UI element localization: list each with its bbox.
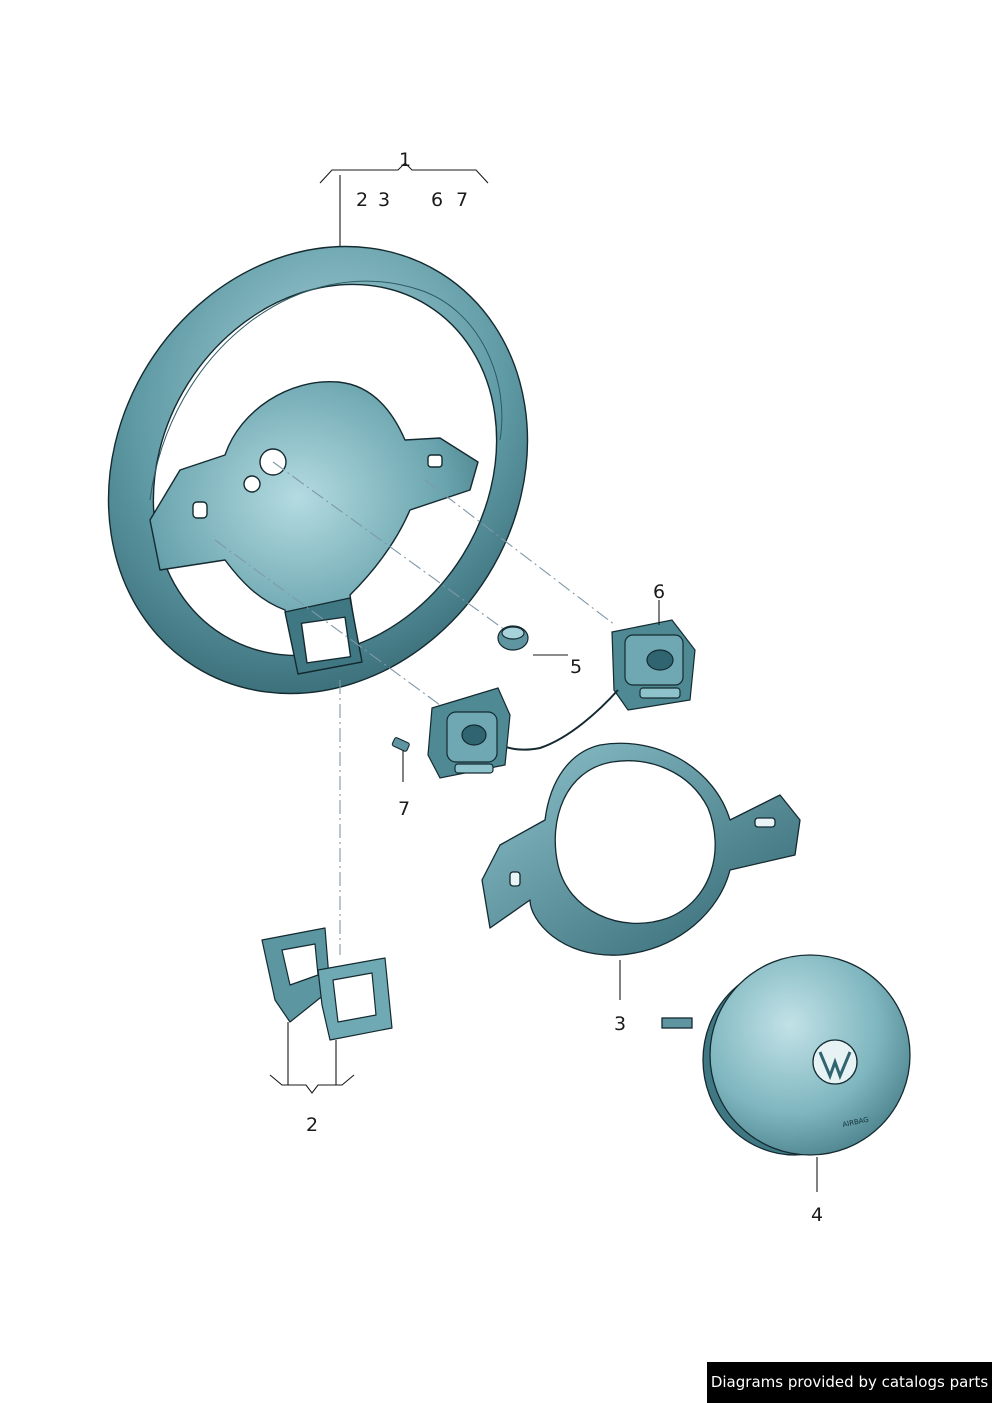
airbag-part-4: [661, 954, 911, 1156]
callout-1: 1: [399, 149, 411, 171]
assembly-lines: [214, 461, 616, 955]
wheel-bottom-plate: [300, 616, 352, 664]
wheel-inner-bevel: [149, 280, 503, 501]
trim-button-right: [754, 817, 776, 828]
trim-button-left: [509, 871, 521, 887]
credit-banner: Diagrams provided by catalogs parts: [707, 1362, 992, 1403]
callout-1-sub-2: 2: [356, 189, 368, 211]
switch-left-part-6: [427, 687, 511, 779]
wheel-right-socket: [427, 454, 443, 468]
vw-logo-mark: [818, 1051, 852, 1081]
callout-1-sub-3: 3: [378, 189, 390, 211]
airbag-connector: [661, 1017, 693, 1029]
callout-1-sub-6: 6: [431, 189, 443, 211]
wheel-screw-hole: [243, 475, 261, 493]
steering-wheel: [107, 245, 529, 695]
wheel-left-socket: [192, 501, 208, 519]
callout-6: 6: [653, 581, 665, 603]
callout-5: 5: [570, 656, 582, 678]
bracket-2: [269, 1022, 355, 1094]
trim-cover-part-3: [481, 742, 801, 956]
callout-1-sub-7: 7: [456, 189, 468, 211]
wheel-hub: [149, 381, 479, 673]
callout-3: 3: [614, 1013, 626, 1035]
leader-lines: [402, 600, 818, 1192]
switch-cable: [499, 689, 619, 751]
switch-right-part-6: [611, 619, 696, 711]
screw-part-7: [391, 737, 410, 752]
callout-4: 4: [811, 1204, 823, 1226]
callout-7: 7: [398, 798, 410, 820]
bolt-part-5: [497, 625, 529, 651]
spoke-trim-front: [317, 957, 393, 1041]
callout-2: 2: [306, 1114, 318, 1136]
spoke-trims-part-2: [261, 927, 393, 1041]
bracket-1: [319, 162, 489, 248]
